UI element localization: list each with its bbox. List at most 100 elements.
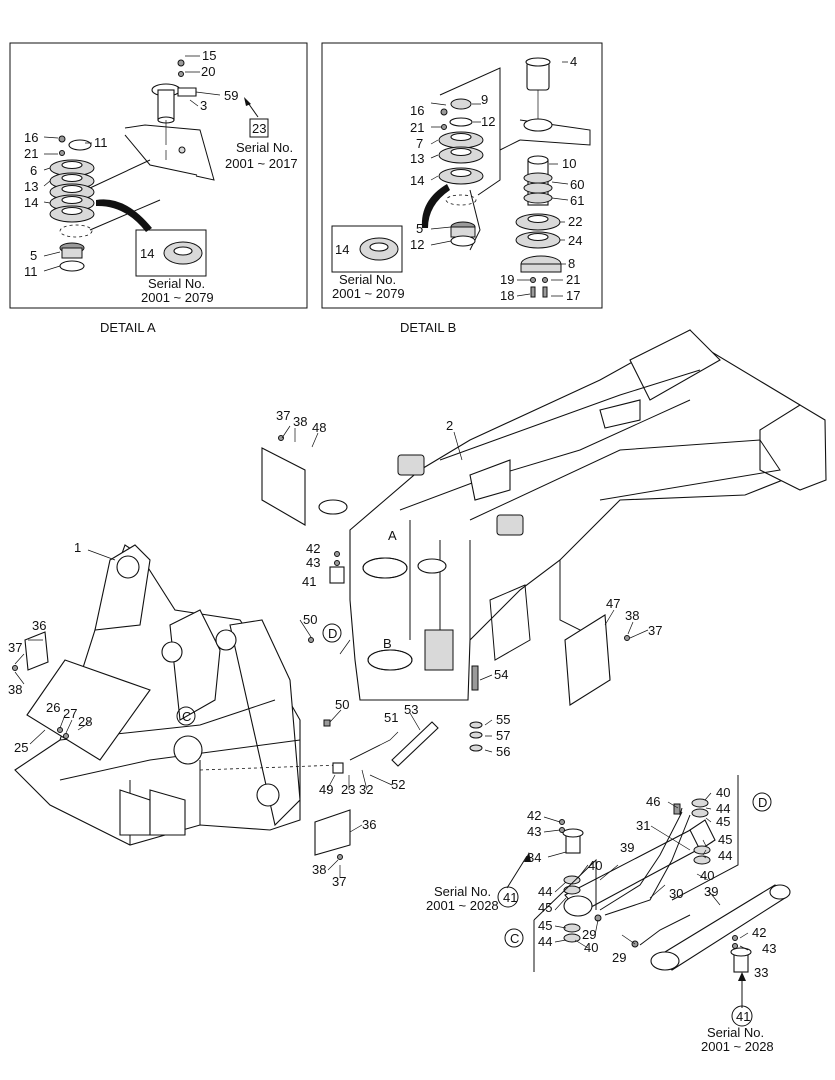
- part-number: 21: [566, 272, 580, 287]
- marker-41-upper: [497, 886, 519, 908]
- part-number: 12: [410, 237, 424, 252]
- serial-no-upper-cyl: Serial No.: [434, 884, 491, 899]
- plate-36-left: [24, 631, 49, 671]
- part-number: 38: [293, 414, 307, 429]
- part-number: 44: [716, 801, 730, 816]
- part-number: 45: [538, 900, 552, 915]
- part-number: 29: [612, 950, 626, 965]
- part-number: 32: [359, 782, 373, 797]
- part-number: 30: [669, 886, 683, 901]
- part-number: 23: [252, 121, 266, 136]
- marker-c-letter: C: [182, 709, 191, 724]
- part-number: 59: [224, 88, 238, 103]
- part-number: 34: [527, 850, 541, 865]
- detail-b-inset-14: [331, 225, 403, 273]
- part-number: 49: [319, 782, 333, 797]
- part-number: 40: [700, 868, 714, 883]
- part-number: 37: [8, 640, 22, 655]
- part-number: 40: [716, 785, 730, 800]
- detail-b-frame: [321, 42, 603, 309]
- part-number: 5: [30, 248, 37, 263]
- part-number: 33: [754, 965, 768, 980]
- part-number: 16: [410, 103, 424, 118]
- part-number: 8: [568, 256, 575, 271]
- part-number: 42: [527, 808, 541, 823]
- part-number: 9: [481, 92, 488, 107]
- part-number: 20: [201, 64, 215, 79]
- serial-range-upper-cyl: 2001 ~ 2028: [426, 898, 499, 913]
- steering-cylinder-lower: [650, 884, 791, 971]
- part-number: 57: [496, 728, 510, 743]
- detail-b-panel: [321, 42, 603, 309]
- part-number: 27: [63, 706, 77, 721]
- part-number: 17: [566, 288, 580, 303]
- part-number: 40: [588, 858, 602, 873]
- part-number: 11: [24, 264, 38, 279]
- part-number: 5: [416, 221, 423, 236]
- plate-36-bottom: [314, 809, 351, 856]
- part-number: 38: [625, 608, 639, 623]
- detail-a-panel: [9, 42, 308, 309]
- chain-51: [349, 731, 399, 761]
- part-number: 46: [646, 794, 660, 809]
- plate-47: [564, 614, 611, 706]
- serial-no-a-top: Serial No.: [236, 140, 293, 155]
- part-number: 39: [704, 884, 718, 899]
- marker-d-frame: [322, 623, 342, 643]
- part-number: 43: [762, 941, 776, 956]
- part-number: 28: [78, 714, 92, 729]
- marker-a-letter: A: [388, 528, 397, 543]
- marker-d-cylinder: [752, 792, 772, 812]
- part-number: 1: [74, 540, 81, 555]
- part-number: 44: [538, 884, 552, 899]
- part-number: 41: [302, 574, 316, 589]
- part-number: 36: [32, 618, 46, 633]
- part-number: 42: [752, 925, 766, 940]
- marker-d-cyl-letter: D: [758, 795, 767, 810]
- detail-a-serial-box: [249, 118, 269, 138]
- detail-b-part-numbers: 4 9 16 12 21 7 13 14 10 60 61 22 24 14 5…: [335, 54, 584, 303]
- part-number: 53: [404, 702, 418, 717]
- part-number: 43: [527, 824, 541, 839]
- part-number: 4: [570, 54, 577, 69]
- detail-b-left-stack: [438, 98, 484, 247]
- detail-a-inset-14: [135, 229, 207, 277]
- view-markers: [176, 557, 772, 1027]
- part-number: 60: [570, 177, 584, 192]
- part-number: 31: [636, 818, 650, 833]
- part-number: 24: [568, 233, 582, 248]
- hose-30: [599, 811, 683, 911]
- part-number: 37: [648, 623, 662, 638]
- part-number: 21: [410, 120, 424, 135]
- detail-a-callout-arrow: [96, 199, 152, 232]
- part-number: 3: [200, 98, 207, 113]
- part-number: 22: [568, 214, 582, 229]
- part-number: 7: [416, 136, 423, 151]
- caption-detail-b: DETAIL B: [400, 320, 456, 335]
- marker-c-frame: [176, 706, 196, 726]
- part-number: 40: [584, 940, 598, 955]
- main-part-numbers: 37 38 48 2 1 42 43 41 50 36 37 38 26 27 …: [8, 408, 776, 1024]
- spacer-stack-d: [691, 798, 711, 865]
- part-number: 13: [24, 179, 38, 194]
- detail-a-bearing-stack: [49, 135, 95, 272]
- detail-b-right-stack: [515, 57, 562, 298]
- part-number: 15: [202, 48, 216, 63]
- part-number: 44: [538, 934, 552, 949]
- part-number: 19: [500, 272, 514, 287]
- part-number: 2: [446, 418, 453, 433]
- serial-no-lower-cyl: Serial No.: [707, 1025, 764, 1040]
- part-number: 41: [503, 890, 517, 905]
- marker-b-letter: B: [383, 636, 392, 651]
- part-number: 37: [276, 408, 290, 423]
- part-number: 45: [716, 814, 730, 829]
- part-number: 14: [410, 173, 424, 188]
- steering-cylinder-upper: [563, 819, 716, 917]
- part-number: 10: [562, 156, 576, 171]
- detail-a-pin-3: [151, 59, 197, 160]
- part-number: 39: [620, 840, 634, 855]
- bushing-49: [332, 762, 344, 774]
- part-number: 16: [24, 130, 38, 145]
- part-number: 36: [362, 817, 376, 832]
